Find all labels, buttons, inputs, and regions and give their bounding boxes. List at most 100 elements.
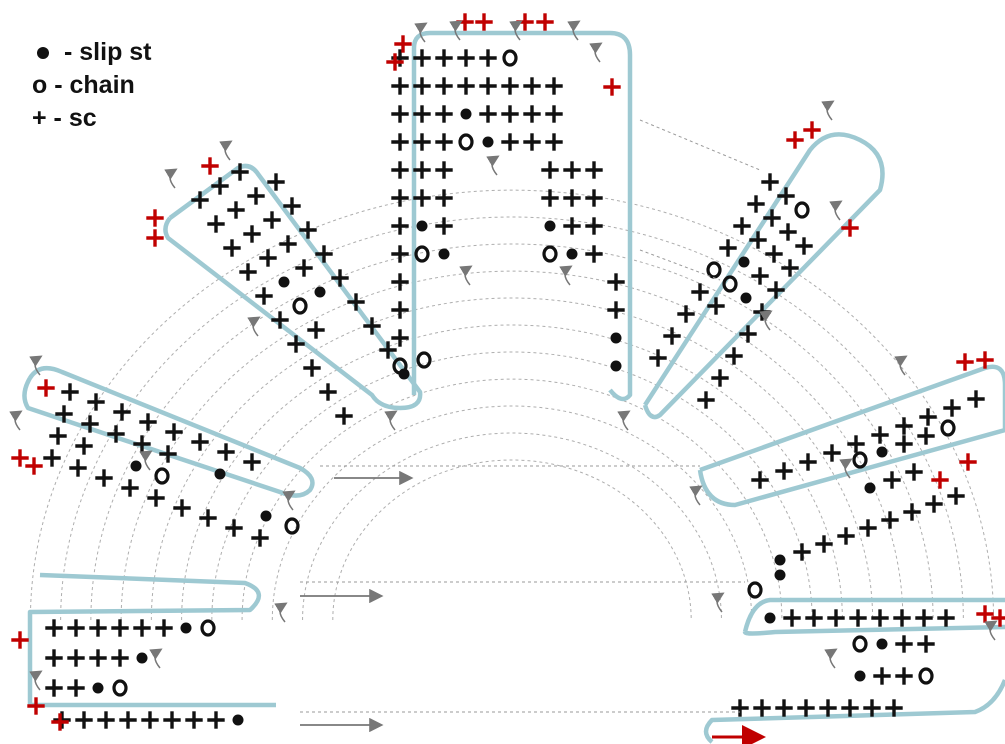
single-crochet-icon <box>159 445 177 463</box>
single-crochet-icon <box>43 449 61 467</box>
single-crochet-icon <box>53 711 71 729</box>
single-crochet-icon <box>379 341 397 359</box>
single-crochet-icon <box>871 609 889 627</box>
single-crochet-icon <box>391 77 409 95</box>
slip-stitch-icon <box>544 220 556 232</box>
turn-arrow-icon <box>509 20 523 41</box>
legend-item-single-crochet: + - sc <box>32 102 152 135</box>
turn-arrow-icon <box>29 670 43 691</box>
slip-stitch-icon <box>610 332 622 344</box>
single-crochet-icon <box>649 349 667 367</box>
slip-stitch-icon <box>482 136 494 148</box>
single-crochet-icon <box>55 405 73 423</box>
single-crochet-icon <box>49 427 67 445</box>
increase-icon <box>841 219 859 237</box>
single-crochet-icon <box>303 359 321 377</box>
single-crochet-icon <box>725 347 743 365</box>
guide-line <box>302 432 722 621</box>
turn-arrow-icon <box>164 168 178 189</box>
increase-icon <box>37 379 55 397</box>
single-crochet-icon <box>545 105 563 123</box>
slip-stitch-icon <box>460 108 472 120</box>
single-crochet-icon <box>141 711 159 729</box>
single-crochet-icon <box>435 77 453 95</box>
single-crochet-icon <box>541 189 559 207</box>
single-crochet-icon <box>67 679 85 697</box>
single-crochet-icon <box>739 325 757 343</box>
single-crochet-icon <box>545 77 563 95</box>
single-crochet-icon <box>731 699 749 717</box>
single-crochet-icon <box>81 415 99 433</box>
single-crochet-icon <box>155 619 173 637</box>
chain-icon <box>722 275 738 293</box>
chain-icon <box>292 297 308 315</box>
single-crochet-icon <box>185 711 203 729</box>
increase-icon <box>959 453 977 471</box>
single-crochet-icon <box>873 667 891 685</box>
single-crochet-icon <box>89 619 107 637</box>
single-crochet-icon <box>859 519 877 537</box>
single-crochet-icon <box>479 105 497 123</box>
single-crochet-icon <box>139 413 157 431</box>
single-crochet-icon <box>279 235 297 253</box>
increase-icon <box>536 13 554 31</box>
single-crochet-icon <box>75 711 93 729</box>
single-crochet-icon <box>331 269 349 287</box>
single-crochet-icon <box>767 281 785 299</box>
single-crochet-icon <box>435 189 453 207</box>
single-crochet-icon <box>775 699 793 717</box>
single-crochet-icon <box>259 249 277 267</box>
legend-label-chain: o - chain <box>32 71 135 99</box>
turn-arrow-icon <box>839 458 853 479</box>
single-crochet-icon <box>823 444 841 462</box>
single-crochet-icon <box>207 215 225 233</box>
single-crochet-icon <box>837 527 855 545</box>
single-crochet-icon <box>191 191 209 209</box>
guide-line <box>639 119 761 171</box>
single-crochet-icon <box>947 487 965 505</box>
single-crochet-icon <box>815 535 833 553</box>
slip-stitch-icon <box>180 622 192 634</box>
single-crochet-icon <box>719 239 737 257</box>
single-crochet-icon <box>271 311 289 329</box>
single-crochet-icon <box>87 393 105 411</box>
single-crochet-icon <box>413 49 431 67</box>
single-crochet-icon <box>113 403 131 421</box>
single-crochet-icon <box>435 217 453 235</box>
single-crochet-icon <box>413 77 431 95</box>
single-crochet-icon <box>793 543 811 561</box>
increase-icon <box>786 131 804 149</box>
single-crochet-icon <box>885 699 903 717</box>
slip-stitch-icon <box>92 682 104 694</box>
single-crochet-icon <box>347 293 365 311</box>
single-crochet-icon <box>67 619 85 637</box>
single-crochet-icon <box>287 335 305 353</box>
chain-icon <box>112 679 128 697</box>
single-crochet-icon <box>781 259 799 277</box>
slip-stitch-icon <box>738 256 750 268</box>
turn-arrow-icon <box>282 490 296 511</box>
single-crochet-icon <box>435 49 453 67</box>
single-crochet-icon <box>247 187 265 205</box>
single-crochet-icon <box>827 609 845 627</box>
single-crochet-icon <box>501 77 519 95</box>
single-crochet-icon <box>363 317 381 335</box>
single-crochet-icon <box>849 609 867 627</box>
single-crochet-icon <box>413 133 431 151</box>
single-crochet-icon <box>163 711 181 729</box>
turn-arrow-icon <box>149 648 163 669</box>
single-crochet-icon <box>585 245 603 263</box>
single-crochet-icon <box>943 399 961 417</box>
slip-stitch-icon <box>278 276 290 288</box>
chain-icon <box>542 245 558 263</box>
single-crochet-icon <box>267 173 285 191</box>
lower-right-panel-outline <box>703 597 1005 744</box>
legend-label-slip-stitch: - slip st <box>64 38 152 66</box>
single-crochet-icon <box>165 423 183 441</box>
turn-arrow-icon <box>589 42 603 63</box>
guide-line <box>211 351 813 621</box>
single-crochet-icon <box>435 133 453 151</box>
turn-arrow-icon <box>984 620 998 641</box>
single-crochet-icon <box>607 301 625 319</box>
upper-right-panel-outline <box>642 132 885 420</box>
